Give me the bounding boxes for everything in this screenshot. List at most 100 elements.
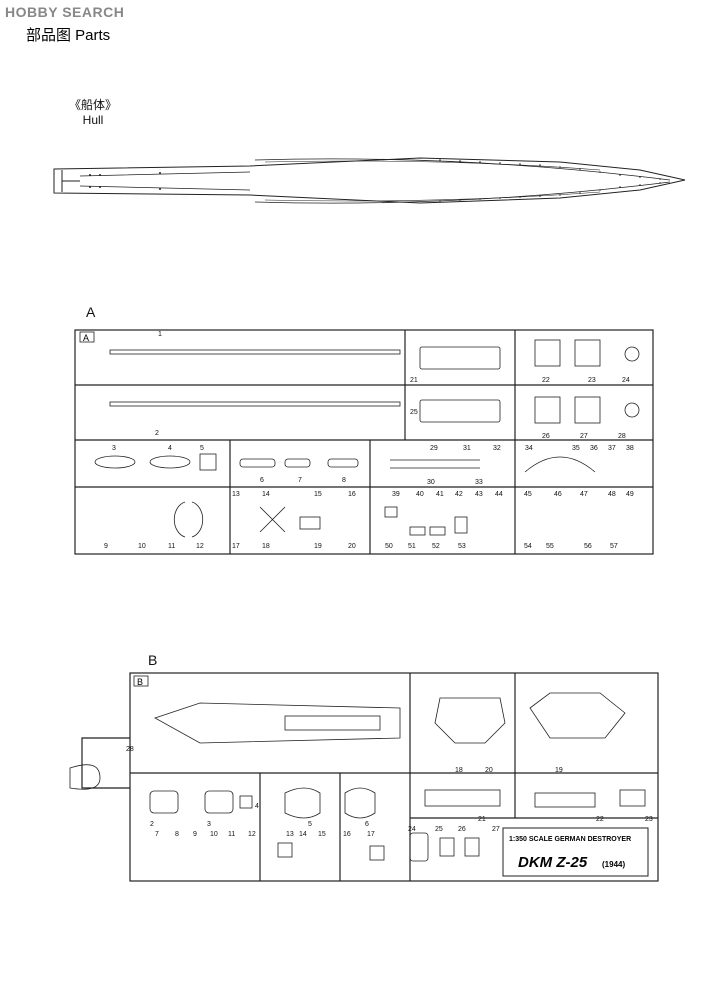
svg-text:24: 24 xyxy=(408,826,416,833)
hull-drawing xyxy=(53,157,686,204)
svg-text:53: 53 xyxy=(458,543,466,550)
svg-text:21: 21 xyxy=(478,816,486,823)
sprue-a-tag-box xyxy=(79,331,95,343)
svg-text:18: 18 xyxy=(262,543,270,550)
kit-name-plate: 1:350 SCALE GERMAN DESTROYER DKM Z-25 (1… xyxy=(502,827,649,877)
svg-text:45: 45 xyxy=(524,491,532,498)
svg-text:19: 19 xyxy=(314,543,322,550)
svg-text:17: 17 xyxy=(367,831,375,838)
svg-text:12: 12 xyxy=(196,543,204,550)
svg-text:15: 15 xyxy=(314,491,322,498)
svg-text:20: 20 xyxy=(348,543,356,550)
svg-text:13: 13 xyxy=(232,491,240,498)
plate-title: DKM Z-25 xyxy=(518,854,588,871)
plate-scale-line: 1:350 SCALE GERMAN DESTROYER xyxy=(509,836,631,843)
svg-text:37: 37 xyxy=(608,445,616,452)
svg-text:22: 22 xyxy=(542,377,550,384)
svg-text:23: 23 xyxy=(588,377,596,384)
svg-text:39: 39 xyxy=(392,491,400,498)
sprue-b-tag: B xyxy=(137,677,143,687)
svg-text:20: 20 xyxy=(485,767,493,774)
svg-text:22: 22 xyxy=(596,816,604,823)
svg-text:21: 21 xyxy=(410,377,418,384)
svg-text:38: 38 xyxy=(626,445,634,452)
svg-text:26: 26 xyxy=(458,826,466,833)
hull-label-en: Hull xyxy=(82,113,104,127)
svg-text:18: 18 xyxy=(455,767,463,774)
svg-text:11: 11 xyxy=(228,831,235,838)
svg-text:9: 9 xyxy=(104,543,108,550)
sprue-b-tag-box xyxy=(133,675,149,687)
svg-text:28: 28 xyxy=(618,433,626,440)
svg-text:27: 27 xyxy=(492,826,500,833)
svg-text:16: 16 xyxy=(348,491,356,498)
svg-text:51: 51 xyxy=(408,543,416,550)
svg-text:11: 11 xyxy=(168,543,175,550)
svg-text:14: 14 xyxy=(262,491,270,498)
svg-text:4: 4 xyxy=(255,803,259,810)
svg-text:40: 40 xyxy=(416,491,424,498)
svg-text:43: 43 xyxy=(475,491,483,498)
svg-text:4: 4 xyxy=(168,445,172,452)
svg-text:12: 12 xyxy=(248,831,256,838)
svg-text:1: 1 xyxy=(158,331,162,338)
svg-text:54: 54 xyxy=(524,543,532,550)
svg-text:16: 16 xyxy=(343,831,351,838)
svg-text:28: 28 xyxy=(126,746,134,753)
svg-text:3: 3 xyxy=(207,821,211,828)
svg-text:52: 52 xyxy=(432,543,440,550)
svg-text:41: 41 xyxy=(436,491,444,498)
plate-year: (1944) xyxy=(602,860,625,869)
svg-text:15: 15 xyxy=(318,831,326,838)
svg-text:44: 44 xyxy=(495,491,503,498)
svg-text:13: 13 xyxy=(286,831,294,838)
svg-text:14: 14 xyxy=(299,831,307,838)
svg-text:50: 50 xyxy=(385,543,393,550)
svg-text:5: 5 xyxy=(200,445,204,452)
svg-text:57: 57 xyxy=(610,543,618,550)
svg-text:36: 36 xyxy=(590,445,598,452)
svg-text:17: 17 xyxy=(232,543,240,550)
svg-text:19: 19 xyxy=(555,767,563,774)
svg-text:23: 23 xyxy=(645,816,653,823)
svg-text:35: 35 xyxy=(572,445,580,452)
svg-text:7: 7 xyxy=(298,477,302,484)
page-title: 部品图 Parts xyxy=(26,27,111,44)
svg-text:2: 2 xyxy=(155,430,159,437)
svg-text:32: 32 xyxy=(493,445,501,452)
svg-text:47: 47 xyxy=(580,491,588,498)
svg-text:25: 25 xyxy=(410,409,418,416)
svg-text:10: 10 xyxy=(210,831,218,838)
svg-text:30: 30 xyxy=(427,479,435,486)
svg-text:42: 42 xyxy=(455,491,463,498)
hull-caption: 《船体》 Hull xyxy=(68,98,118,128)
svg-text:46: 46 xyxy=(554,491,562,498)
svg-text:9: 9 xyxy=(193,831,197,838)
svg-text:34: 34 xyxy=(525,445,533,452)
svg-text:3: 3 xyxy=(112,445,116,452)
svg-text:5: 5 xyxy=(308,821,312,828)
hobby-search-logo: HOBBY SEARCH xyxy=(5,4,125,20)
svg-text:27: 27 xyxy=(580,433,588,440)
svg-text:8: 8 xyxy=(175,831,179,838)
svg-text:6: 6 xyxy=(365,821,369,828)
svg-text:31: 31 xyxy=(463,445,471,452)
svg-text:48: 48 xyxy=(608,491,616,498)
sprue-a-label: A xyxy=(86,304,96,320)
svg-text:8: 8 xyxy=(342,477,346,484)
svg-text:2: 2 xyxy=(150,821,154,828)
svg-text:49: 49 xyxy=(626,491,634,498)
svg-text:25: 25 xyxy=(435,826,443,833)
hull-label-cn: 《船体》 xyxy=(68,98,117,112)
svg-text:7: 7 xyxy=(155,831,159,838)
sprue-a-tag: A xyxy=(83,333,89,343)
svg-text:26: 26 xyxy=(542,433,550,440)
sprue-b-label: B xyxy=(148,652,158,668)
svg-text:56: 56 xyxy=(584,543,592,550)
svg-text:10: 10 xyxy=(138,543,146,550)
svg-text:29: 29 xyxy=(430,445,438,452)
svg-text:24: 24 xyxy=(622,377,630,384)
svg-text:6: 6 xyxy=(260,477,264,484)
